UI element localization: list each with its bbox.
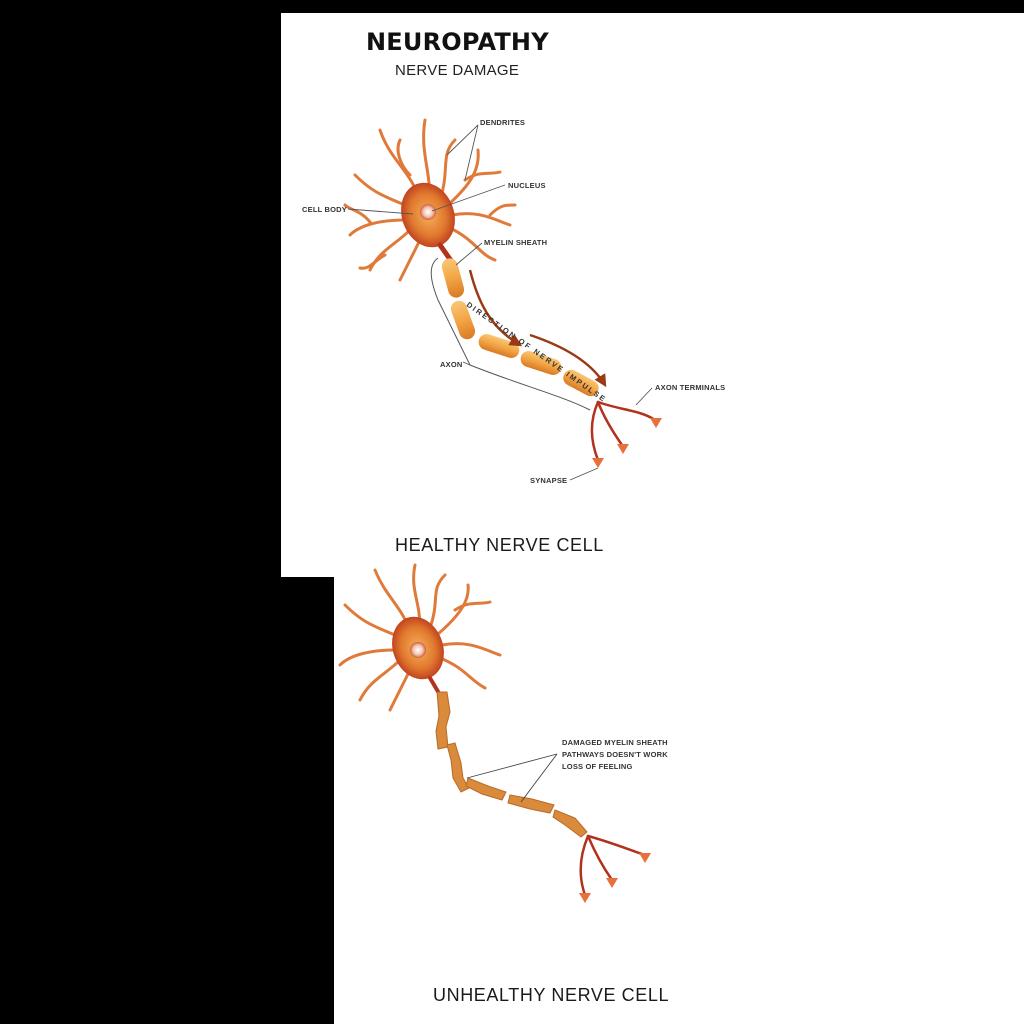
unhealthy-neuron [338, 563, 651, 903]
dendrites-unhealthy [338, 563, 502, 712]
healthy-cell-caption: HEALTHY NERVE CELL [395, 535, 604, 555]
damage-leader-lines [466, 753, 558, 803]
label-nucleus: NUCLEUS [508, 181, 546, 190]
label-axon-terminals: AXON TERMINALS [655, 383, 726, 392]
synapse-bulbs-healthy [592, 418, 662, 468]
damage-notes: DAMAGED MYELIN SHEATH PATHWAYS DOESN'T W… [562, 737, 668, 773]
label-cell-body: CELL BODY [302, 205, 347, 214]
damaged-myelin-sheath [435, 691, 588, 838]
nucleus-healthy [420, 204, 436, 220]
healthy-cell-panel [281, 13, 1024, 577]
leader-lines [347, 124, 653, 481]
diagram-title: NEUROPATHY [366, 28, 549, 56]
unhealthy-cell-panel [334, 576, 1024, 1024]
healthy-neuron [343, 118, 662, 481]
note-pathways: PATHWAYS DOESN'T WORK [562, 750, 668, 759]
axon-terminals-healthy [590, 400, 657, 462]
synapse-bulbs-unhealthy [579, 853, 651, 903]
axon-bracket [430, 257, 591, 411]
label-synapse: SYNAPSE [530, 476, 568, 485]
myelin-sheath-healthy [441, 258, 599, 397]
diagram-subtitle: NERVE DAMAGE [395, 62, 520, 79]
label-myelin-sheath: MYELIN SHEATH [484, 238, 548, 247]
unhealthy-cell-caption: UNHEALTHY NERVE CELL [433, 985, 670, 1005]
note-loss-of-feeling: LOSS OF FEELING [562, 762, 633, 771]
label-dendrites: DENDRITES [480, 118, 526, 127]
label-axon: AXON [440, 360, 463, 369]
nucleus-unhealthy [410, 642, 426, 658]
note-damaged-myelin: DAMAGED MYELIN SHEATH [562, 738, 668, 747]
